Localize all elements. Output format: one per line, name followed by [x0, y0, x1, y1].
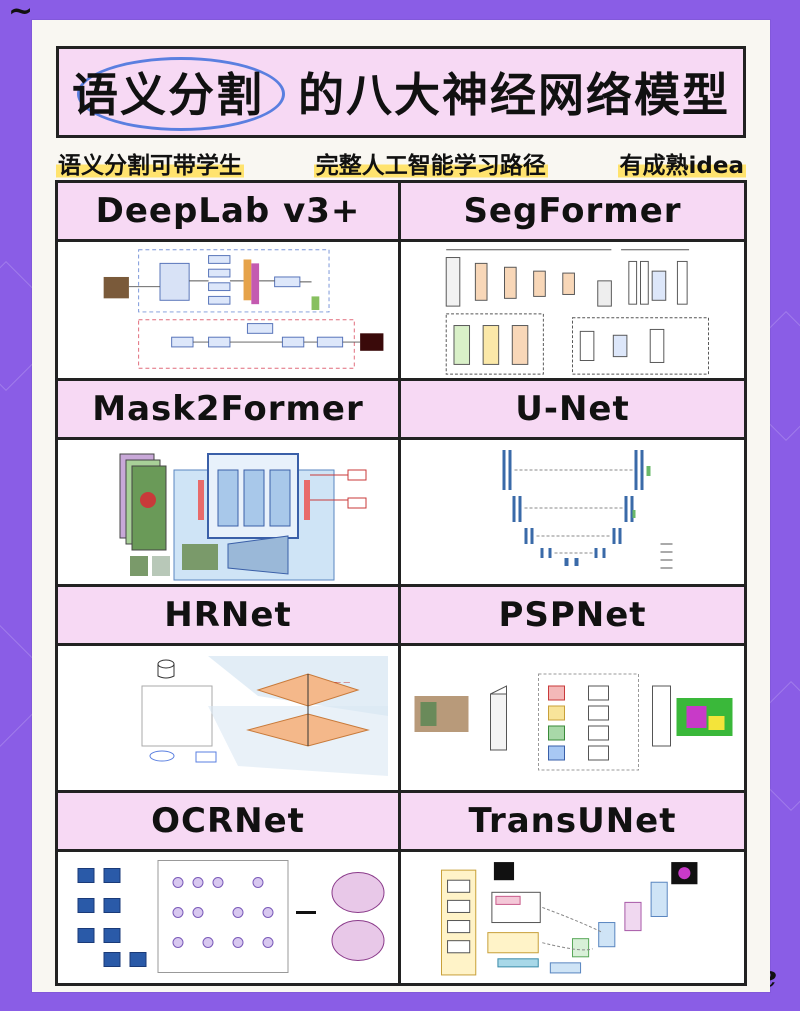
model-name: Mask2Former: [58, 381, 398, 440]
swirl-icon-top: ~: [8, 0, 34, 29]
model-grid: DeepLab v3+: [55, 180, 747, 986]
pspnet-diagram-icon: [401, 646, 744, 790]
model-name: OCRNet: [58, 793, 398, 852]
subtitle-2: 完整人工智能学习路径: [313, 146, 548, 180]
model-name: SegFormer: [401, 183, 744, 242]
model-name: HRNet: [58, 587, 398, 646]
page-title: 语义分割 的八大神经网络模型: [59, 49, 743, 135]
subtitle-1: 语义分割可带学生: [56, 146, 244, 180]
model-cell-hrnet: HRNet — —: [58, 587, 401, 793]
title-circle-highlight: [77, 57, 285, 131]
hrnet-diagram-icon: — —: [58, 646, 398, 790]
deeplab-diagram-icon: [58, 242, 398, 378]
segformer-diagram-icon: [401, 242, 744, 378]
subtitle-3: 有成熟idea: [617, 146, 746, 180]
title-part-2: 的八大神经网络模型: [298, 68, 730, 122]
model-cell-mask2former: Mask2Former: [58, 381, 401, 587]
model-cell-ocrnet: OCRNet: [58, 793, 401, 983]
mask2former-diagram-icon: [58, 440, 398, 584]
model-name: TransUNet: [401, 793, 744, 852]
title-box: 语义分割 的八大神经网络模型: [56, 46, 746, 138]
model-cell-pspnet: PSPNet: [401, 587, 744, 793]
unet-diagram-icon: [401, 440, 744, 584]
title-part-1: 语义分割: [72, 68, 264, 122]
model-cell-segformer: SegFormer: [401, 183, 744, 381]
model-cell-transunet: TransUNet: [401, 793, 744, 983]
svg-text:— —: — —: [334, 678, 350, 686]
subtitle-row: 语义分割可带学生 完整人工智能学习路径 有成熟idea: [56, 143, 746, 183]
ocrnet-diagram-icon: [58, 852, 398, 983]
model-name: U-Net: [401, 381, 744, 440]
model-cell-deeplab: DeepLab v3+: [58, 183, 401, 381]
model-name: PSPNet: [401, 587, 744, 646]
model-name: DeepLab v3+: [58, 183, 398, 242]
paper-sheet: 语义分割 的八大神经网络模型 语义分割可带学生 完整人工智能学习路径 有成熟id…: [32, 20, 770, 992]
model-cell-unet: U-Net: [401, 381, 744, 587]
transunet-diagram-icon: [401, 852, 744, 983]
